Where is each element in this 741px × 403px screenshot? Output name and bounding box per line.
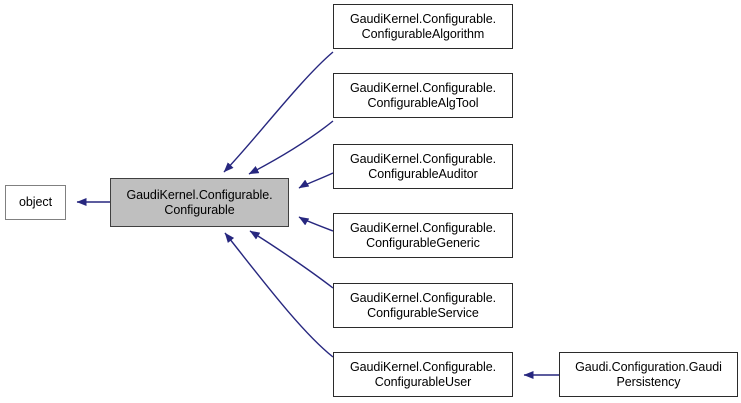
node-gaudikernel-configurable-configurablealgorithm[interactable]: GaudiKernel.Configurable. ConfigurableAl… bbox=[333, 4, 513, 49]
node-gaudikernel-configurable-configurableservice[interactable]: GaudiKernel.Configurable. ConfigurableSe… bbox=[333, 283, 513, 328]
node-gaudikernel-configurable-configurableuser[interactable]: GaudiKernel.Configurable. ConfigurableUs… bbox=[333, 352, 513, 397]
edge-configurable-auditor bbox=[298, 172, 334, 189]
edge-configurable-user bbox=[224, 232, 334, 358]
node-gaudikernel-configurable-configurableauditor[interactable]: GaudiKernel.Configurable. ConfigurableAu… bbox=[333, 144, 513, 189]
node-gaudikernel-configurable-configurablegeneric[interactable]: GaudiKernel.Configurable. ConfigurableGe… bbox=[333, 213, 513, 258]
node-gaudikernel-configurable-configurablealgtool[interactable]: GaudiKernel.Configurable. ConfigurableAl… bbox=[333, 73, 513, 118]
edge-configurable-algorithm bbox=[223, 51, 334, 173]
edge-configurable-generic bbox=[298, 216, 334, 232]
edge-configurable-algtool bbox=[248, 120, 334, 175]
node-gaudikernel-configurable-configurable[interactable]: GaudiKernel.Configurable. Configurable bbox=[110, 178, 289, 227]
edge-configurable-service bbox=[249, 230, 334, 289]
node-object[interactable]: object bbox=[5, 185, 66, 220]
node-gaudi-configuration-gaudipersistency[interactable]: Gaudi.Configuration.Gaudi Persistency bbox=[559, 352, 738, 397]
